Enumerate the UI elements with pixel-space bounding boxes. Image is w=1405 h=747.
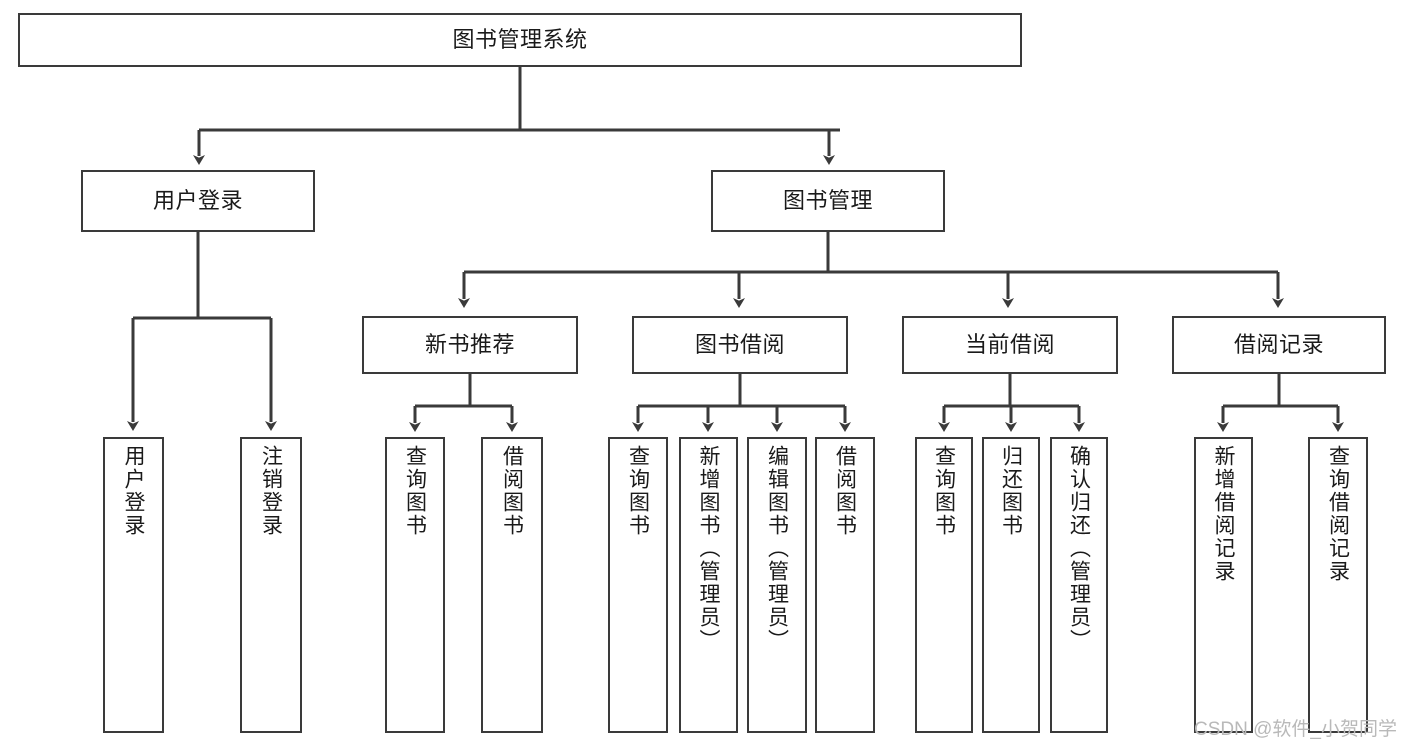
- node-leaf-borrow-book-2[interactable]: 借阅图书: [815, 437, 875, 733]
- node-root[interactable]: 图书管理系统: [18, 13, 1022, 67]
- node-user-login[interactable]: 用户登录: [81, 170, 315, 232]
- node-leaf-return-book-label: 归还图书: [999, 445, 1023, 537]
- node-leaf-borrow-book-1-label: 借阅图书: [500, 445, 524, 537]
- node-root-label: 图书管理系统: [452, 26, 588, 52]
- node-new-book-recommend-label: 新书推荐: [424, 331, 515, 357]
- node-leaf-query-book-2-label: 查询图书: [626, 445, 650, 537]
- node-book-manage-label: 图书管理: [782, 187, 873, 213]
- node-leaf-return-book[interactable]: 归还图书: [982, 437, 1040, 733]
- node-leaf-query-book-3[interactable]: 查询图书: [915, 437, 973, 733]
- node-leaf-logout-login-label: 注销登录: [259, 445, 283, 537]
- node-leaf-query-book-1[interactable]: 查询图书: [385, 437, 445, 733]
- node-leaf-confirm-return-label: 确认归还（管理员）: [1067, 445, 1091, 652]
- node-leaf-add-record[interactable]: 新增借阅记录: [1194, 437, 1253, 733]
- node-leaf-user-login[interactable]: 用户登录: [103, 437, 164, 733]
- node-borrow-record-label: 借阅记录: [1233, 331, 1324, 357]
- node-leaf-borrow-book-1[interactable]: 借阅图书: [481, 437, 543, 733]
- node-leaf-query-book-2[interactable]: 查询图书: [608, 437, 668, 733]
- node-leaf-logout-login[interactable]: 注销登录: [240, 437, 302, 733]
- node-leaf-query-record[interactable]: 查询借阅记录: [1308, 437, 1368, 733]
- node-leaf-add-record-label: 新增借阅记录: [1212, 445, 1235, 583]
- node-current-borrow-label: 当前借阅: [964, 331, 1055, 357]
- node-leaf-add-book-label: 新增图书（管理员）: [697, 445, 720, 652]
- node-borrow-record[interactable]: 借阅记录: [1172, 316, 1386, 374]
- node-book-borrow[interactable]: 图书借阅: [632, 316, 848, 374]
- node-book-borrow-label: 图书借阅: [694, 331, 785, 357]
- node-leaf-confirm-return[interactable]: 确认归还（管理员）: [1050, 437, 1108, 733]
- node-book-manage[interactable]: 图书管理: [711, 170, 945, 232]
- node-leaf-edit-book[interactable]: 编辑图书（管理员）: [747, 437, 807, 733]
- node-leaf-add-book[interactable]: 新增图书（管理员）: [679, 437, 738, 733]
- node-leaf-query-book-1-label: 查询图书: [403, 445, 427, 537]
- node-new-book-recommend[interactable]: 新书推荐: [362, 316, 578, 374]
- node-leaf-query-record-label: 查询借阅记录: [1326, 445, 1350, 583]
- node-leaf-user-login-label: 用户登录: [122, 445, 145, 537]
- node-leaf-borrow-book-2-label: 借阅图书: [833, 445, 857, 537]
- node-leaf-query-book-3-label: 查询图书: [932, 445, 956, 537]
- node-current-borrow[interactable]: 当前借阅: [902, 316, 1118, 374]
- node-leaf-edit-book-label: 编辑图书（管理员）: [765, 445, 789, 652]
- node-user-login-label: 用户登录: [152, 187, 243, 213]
